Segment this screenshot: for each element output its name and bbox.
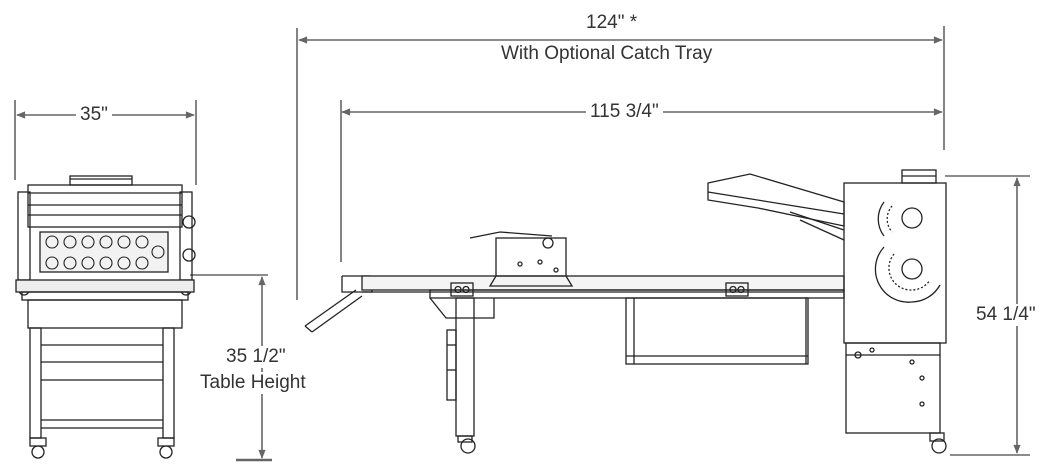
front-width-label: 35" xyxy=(76,104,112,126)
table-height-value: 35 1/2" xyxy=(222,346,290,368)
machine-length-label: 115 3/4" xyxy=(586,101,663,123)
table-height-label: Table Height xyxy=(196,372,310,394)
overall-length-label: 124" * xyxy=(582,12,642,34)
front-view-machine xyxy=(15,175,196,459)
overall-height-label: 54 1/4" xyxy=(972,304,1040,326)
side-view-machine xyxy=(304,169,947,454)
catch-tray-note: With Optional Catch Tray xyxy=(497,43,717,65)
